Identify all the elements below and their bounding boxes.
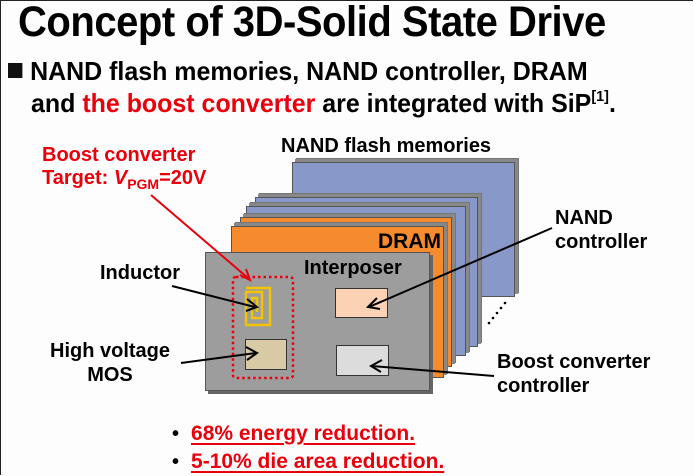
- boost-ctrl-arrow: [371, 365, 495, 377]
- pgm-subscript: PGM: [127, 176, 160, 192]
- bullet-dot-icon: •: [172, 423, 180, 445]
- result-item: • 5-10% die area reduction.: [172, 450, 444, 474]
- bullet-line-1: NAND flash memories, NAND controller, DR…: [8, 56, 588, 87]
- ellipsis-dots-icon: [487, 301, 507, 325]
- citation: [1]: [591, 88, 609, 105]
- highlight-boost-converter: the boost converter: [82, 88, 316, 118]
- red-arrowhead-icon: [239, 268, 252, 283]
- bullet-line-2: and the boost converter are integrated w…: [31, 88, 616, 119]
- boost-converter-arrow: [150, 194, 249, 279]
- bullet-text-1: NAND flash memories, NAND controller, DR…: [30, 56, 588, 86]
- bullet-end: .: [608, 88, 616, 118]
- hv-mos-line1: High voltage: [50, 340, 171, 362]
- nand-controller-label: NAND controller: [555, 206, 647, 254]
- arrowhead-icon: [245, 298, 260, 312]
- interposer-label: Interposer: [304, 257, 402, 279]
- hv-mos-arrow: [180, 352, 257, 364]
- nand-controller-arrow: [368, 227, 553, 308]
- arrowhead-icon: [245, 346, 259, 361]
- arrowhead-icon: [365, 297, 381, 310]
- boost-converter-label: Boost converter: [42, 144, 196, 166]
- boost-target-label: Target: VPGM=20V: [42, 167, 206, 192]
- bullet-dot-icon: •: [172, 451, 180, 473]
- high-voltage-mos-label: High voltage MOS: [50, 339, 170, 387]
- boost-ctrl-line1: Boost converter: [497, 351, 651, 373]
- nand-controller-line1: NAND: [555, 207, 613, 229]
- result-energy: 68% energy reduction.: [191, 422, 416, 445]
- square-bullet-icon: [8, 63, 23, 78]
- inductor-spiral-icon: [244, 286, 272, 327]
- bullet-text-2a: and: [31, 88, 83, 118]
- result-item: • 68% energy reduction.: [172, 422, 415, 446]
- dram-label: DRAM: [378, 230, 441, 253]
- target-prefix: Target:: [42, 167, 114, 189]
- result-die-area: 5-10% die area reduction.: [191, 450, 445, 473]
- boost-converter-dotted-box: [231, 275, 295, 380]
- inductor-label: Inductor: [100, 262, 180, 284]
- arrowhead-icon: [368, 359, 383, 373]
- bullet-text-2b: are integrated with SiP: [315, 88, 592, 118]
- nand-flash-label: NAND flash memories: [281, 135, 492, 157]
- inductor-arrow: [171, 285, 256, 308]
- v-symbol: V: [113, 167, 128, 189]
- target-value: =20V: [159, 167, 207, 189]
- hv-mos-line2: MOS: [87, 364, 133, 386]
- boost-ctrl-line2: controller: [497, 375, 590, 397]
- slide-title: Concept of 3D-Solid State Drive: [18, 0, 606, 46]
- nand-controller-line2: controller: [555, 231, 648, 253]
- boost-converter-controller-label: Boost converter controller: [497, 350, 650, 398]
